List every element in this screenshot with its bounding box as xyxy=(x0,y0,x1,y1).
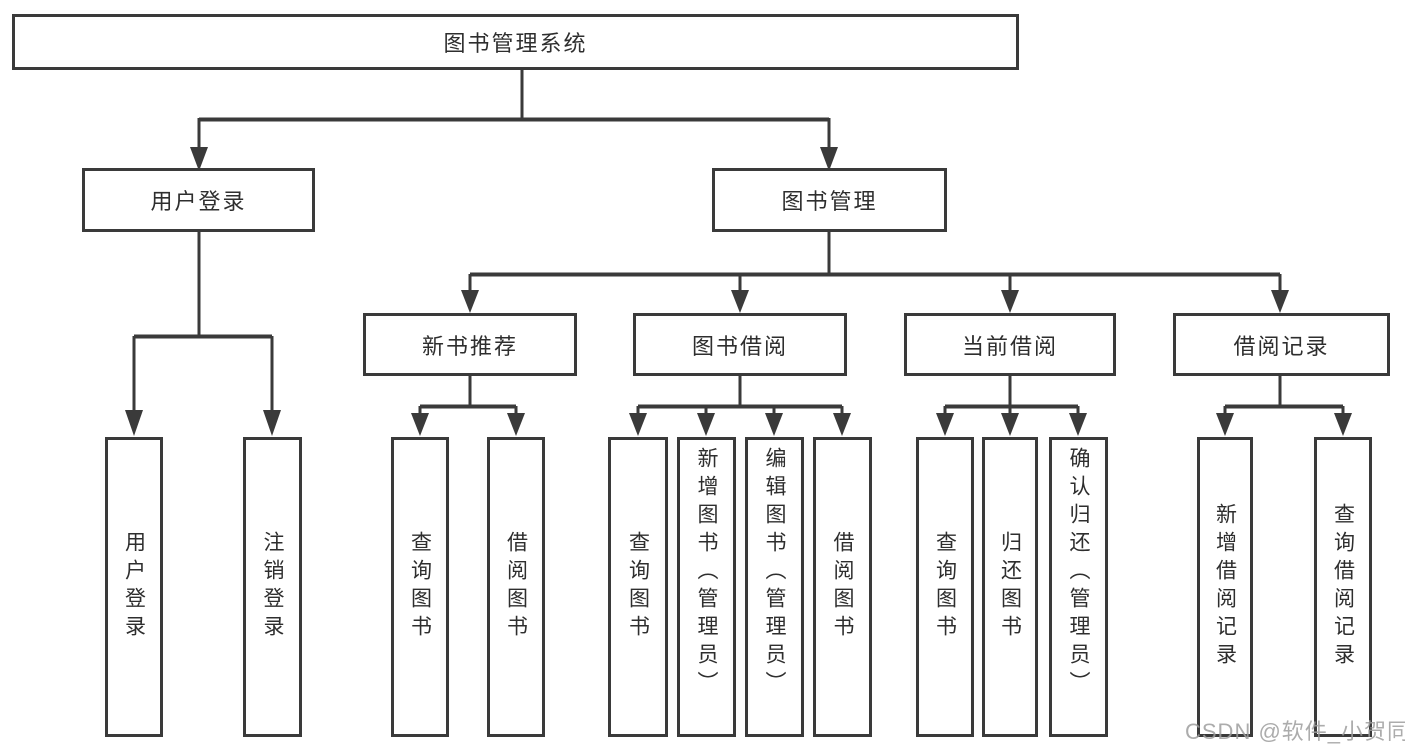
leaf-current-return-books: 归还图书 xyxy=(982,437,1038,737)
node-book-management-label: 图书管理 xyxy=(781,189,878,214)
leaf-borrowing-edit-books-admin-label: 编辑图书（管理员） xyxy=(763,447,786,699)
leaf-borrowing-borrow-books-label: 借阅图书 xyxy=(831,531,854,643)
leaf-current-query-books: 查询图书 xyxy=(916,437,974,737)
leaf-current-query-books-label: 查询图书 xyxy=(933,531,957,643)
arrowheads xyxy=(125,147,1352,436)
leaf-records-add-record-label: 新增借阅记录 xyxy=(1213,503,1237,671)
leaf-newbooks-borrow-books: 借阅图书 xyxy=(487,437,545,737)
leaf-user-login-label: 用户登录 xyxy=(122,531,146,643)
leaf-current-confirm-return-admin: 确认归还（管理员） xyxy=(1049,437,1108,737)
leaf-newbooks-borrow-books-label: 借阅图书 xyxy=(504,531,528,643)
node-root: 图书管理系统 xyxy=(12,14,1019,70)
node-current-borrowing-label: 当前借阅 xyxy=(961,333,1058,359)
leaf-borrowing-query-books: 查询图书 xyxy=(608,437,668,737)
leaf-borrowing-edit-books-admin: 编辑图书（管理员） xyxy=(745,437,804,737)
node-book-borrowing-label: 图书借阅 xyxy=(691,333,788,359)
leaf-newbooks-query-books-label: 查询图书 xyxy=(408,531,432,643)
leaf-logout-label: 注销登录 xyxy=(261,531,284,643)
node-borrow-records: 借阅记录 xyxy=(1173,313,1390,376)
node-book-borrowing: 图书借阅 xyxy=(633,313,847,376)
leaf-borrowing-add-books-admin-label: 新增图书（管理员） xyxy=(695,447,718,699)
node-new-book-recommend-label: 新书推荐 xyxy=(421,333,518,359)
node-user-login: 用户登录 xyxy=(82,168,315,232)
leaf-current-return-books-label: 归还图书 xyxy=(998,531,1022,643)
node-new-book-recommend: 新书推荐 xyxy=(363,313,577,376)
leaf-borrowing-add-books-admin: 新增图书（管理员） xyxy=(677,437,736,737)
leaf-borrowing-query-books-label: 查询图书 xyxy=(626,531,650,643)
node-book-management: 图书管理 xyxy=(712,168,947,232)
leaf-logout: 注销登录 xyxy=(243,437,302,737)
leaf-current-confirm-return-admin-label: 确认归还（管理员） xyxy=(1067,447,1090,699)
node-borrow-records-label: 借阅记录 xyxy=(1233,333,1330,359)
leaf-records-query-record: 查询借阅记录 xyxy=(1314,437,1372,737)
leaf-newbooks-query-books: 查询图书 xyxy=(391,437,449,737)
node-user-login-label: 用户登录 xyxy=(150,189,247,214)
leaf-user-login: 用户登录 xyxy=(105,437,163,737)
leaf-borrowing-borrow-books: 借阅图书 xyxy=(813,437,872,737)
leaf-records-add-record: 新增借阅记录 xyxy=(1197,437,1253,737)
leaf-records-query-record-label: 查询借阅记录 xyxy=(1331,503,1355,671)
node-root-label: 图书管理系统 xyxy=(443,31,588,56)
node-current-borrowing: 当前借阅 xyxy=(904,313,1116,376)
